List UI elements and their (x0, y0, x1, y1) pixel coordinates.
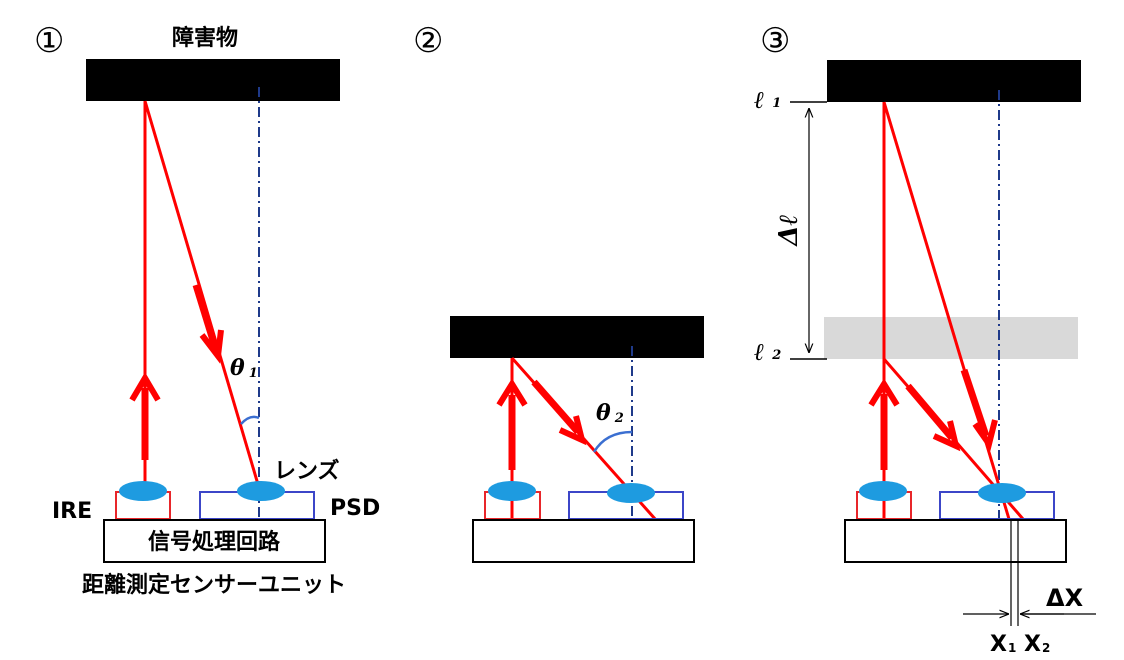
obstacle-block (827, 60, 1081, 102)
down-arrow-far-shaft (960, 368, 990, 438)
panel-3-number: ③ (760, 21, 790, 61)
up-arrow-head (496, 378, 528, 407)
panel-2-number: ② (413, 21, 443, 61)
delta-x-label: ΔX (1046, 584, 1084, 612)
ire-label: IRE (52, 499, 92, 524)
delta-l-label: Δℓ (774, 214, 804, 247)
down-arrow-near-shaft (905, 383, 955, 441)
down-arrow-head (199, 329, 224, 364)
x1-label: X1 (990, 632, 1016, 657)
down-arrow-shaft (531, 379, 581, 435)
psd-lens-icon (978, 483, 1026, 503)
lens-label: レンズ (274, 458, 340, 484)
down-arrow-head (558, 415, 587, 446)
sensor-unit-body (844, 519, 1067, 563)
down-arrow-shaft (192, 283, 220, 352)
theta1-arc (240, 415, 260, 425)
obstacle-block-near (450, 316, 704, 358)
ire-lens-icon (119, 481, 167, 501)
up-arrow-head (868, 378, 900, 407)
sensor-unit-body (472, 519, 695, 563)
psd-lens-icon (237, 481, 285, 501)
psd-lens-icon (607, 483, 655, 503)
psd-label: PSD (330, 496, 380, 521)
signal-processing-label: 信号処理回路 (148, 529, 281, 555)
sensor-unit-caption: 距離測定センサーユニット (82, 572, 346, 598)
x2-label: X2 (1024, 632, 1050, 657)
ire-lens-icon (859, 481, 907, 501)
panel-1-number: ① (34, 21, 64, 61)
up-arrow-head (129, 372, 161, 402)
ire-lens-icon (488, 481, 536, 501)
down-arrow-near-head (932, 420, 961, 452)
theta2-arc (592, 430, 633, 453)
signal-processing-unit (103, 519, 326, 563)
reflected-beam-far (882, 101, 1011, 520)
down-arrow-far-head (972, 419, 998, 452)
obstacle-block (86, 59, 340, 101)
obstacle-label: 障害物 (172, 25, 238, 51)
